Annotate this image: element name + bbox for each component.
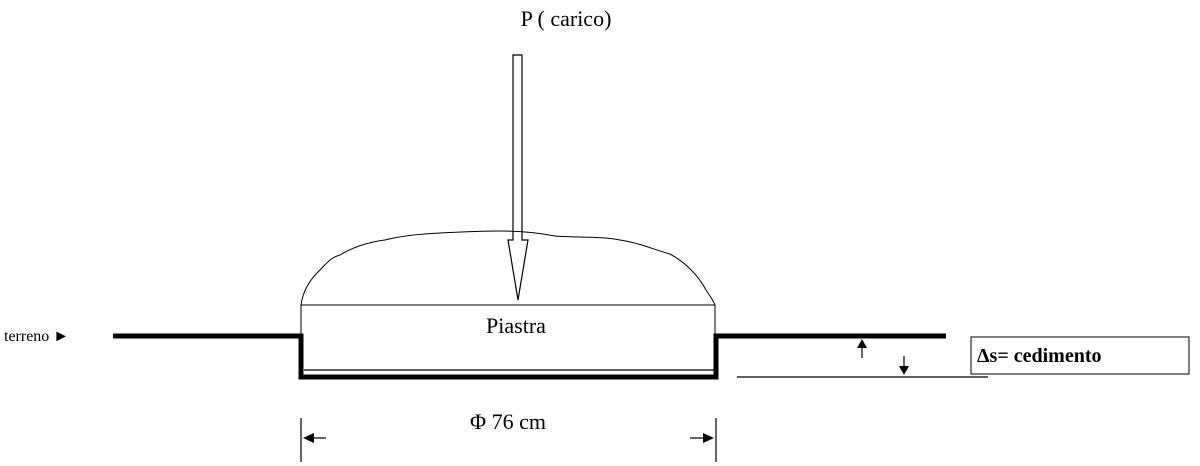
settlement-label-box (970, 336, 1190, 375)
settlement-label: Δs= cedimento (977, 345, 1101, 367)
ground-profile (113, 333, 946, 380)
settlement-arrow-up (857, 339, 867, 358)
load-arrow (507, 54, 529, 301)
load-label: P ( carico) (521, 6, 612, 31)
plate-outline (300, 304, 716, 336)
plate-label: Piastra (486, 313, 546, 338)
diameter-dimension (300, 418, 717, 462)
ground-label: terreno ► (4, 328, 69, 345)
diameter-label: Φ 76 cm (470, 409, 546, 434)
soil-mound (300, 230, 716, 306)
settlement-arrow-down (899, 356, 909, 375)
